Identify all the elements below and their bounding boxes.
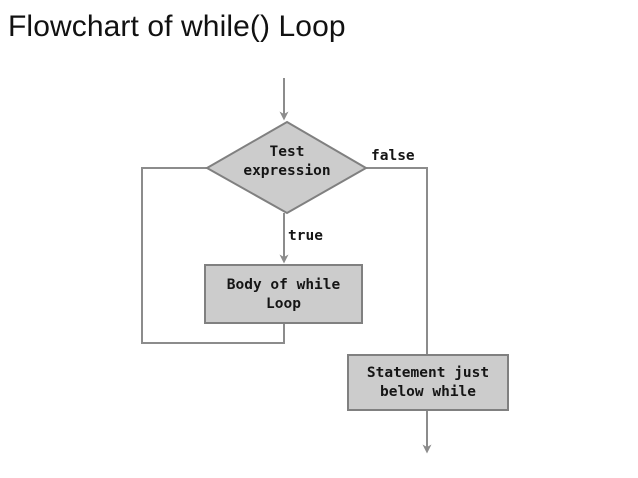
node-statement-below-while[interactable]	[347, 354, 509, 411]
node-test-expression[interactable]	[204, 120, 369, 215]
loop-back-connector	[141, 167, 285, 344]
node-body-of-while[interactable]	[204, 264, 363, 324]
page-title: Flowchart of while() Loop	[8, 10, 346, 43]
false-branch-connector	[366, 167, 428, 355]
